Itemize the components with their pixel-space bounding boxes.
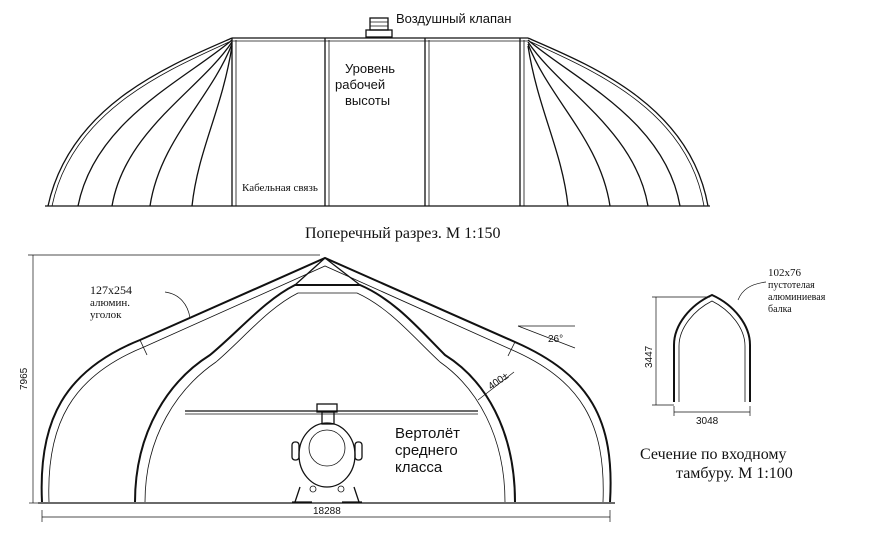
offset-dimension-label: 400± [486, 370, 511, 392]
helicopter-label-line-2: среднего [395, 442, 458, 459]
vestibule-caption-line-1: Сечение по входному [640, 446, 787, 463]
vestibule-beam-label-4: балка [768, 304, 792, 315]
air-valve-icon [365, 17, 393, 38]
angle-label: 26° [548, 334, 563, 345]
vestibule-beam-leader [737, 281, 767, 301]
vestibule-beam-label-3: алюминиевая [768, 292, 826, 303]
beam-label-line-3: уголок [90, 309, 122, 321]
left-rib-2 [111, 41, 233, 207]
left-rib-4 [191, 45, 233, 207]
vestibule-beam-label-2: пустотелая [768, 280, 815, 291]
air-valve-label: Воздушный клапан [396, 11, 511, 26]
left-rib-1 [77, 39, 233, 207]
helicopter-label-line-1: Вертолёт [395, 425, 460, 442]
working-height-line-2: рабочей [335, 77, 385, 92]
vestibule-section: 3447 3048 102x76 пустотелая алюминиевая … [640, 267, 826, 482]
vestibule-caption-line-2: тамбуру. М 1:100 [676, 465, 793, 482]
beam-leader [164, 291, 191, 319]
right-rib-4 [527, 45, 569, 207]
width-dimension-label: 18288 [313, 506, 341, 517]
working-height-line-1: Уровень [345, 61, 395, 76]
cross-section-view: Воздушный клапан Уровень рабочей высоты … [45, 11, 710, 242]
beam-label-line-2: алюмин. [90, 297, 130, 309]
right-outer-arch [527, 37, 709, 207]
cross-section-caption: Поперечный разрез. М 1:150 [305, 225, 501, 242]
helicopter-icon [185, 403, 478, 503]
working-height-line-3: высоты [345, 93, 390, 108]
vestibule-arch [673, 293, 751, 402]
right-rib-2 [527, 41, 649, 207]
height-dimension-label: 7965 [19, 367, 30, 390]
vestibule-beam-label-1: 102x76 [768, 267, 802, 279]
vestibule-height-label: 3447 [644, 345, 655, 368]
inner-arch [134, 284, 516, 503]
cable-label: Кабельная связь [242, 182, 318, 194]
right-rib-3 [527, 43, 611, 207]
vestibule-width-label: 3048 [696, 416, 719, 427]
right-rib-1 [527, 39, 681, 207]
beam-label-line-1: 127x254 [90, 283, 132, 297]
helicopter-label-line-3: класса [395, 459, 443, 476]
main-hangar-section: 7965 18288 127x254 алюмин. уголок 26° 40… [19, 254, 615, 522]
left-rib-3 [149, 43, 233, 207]
left-outer-arch [47, 37, 233, 207]
